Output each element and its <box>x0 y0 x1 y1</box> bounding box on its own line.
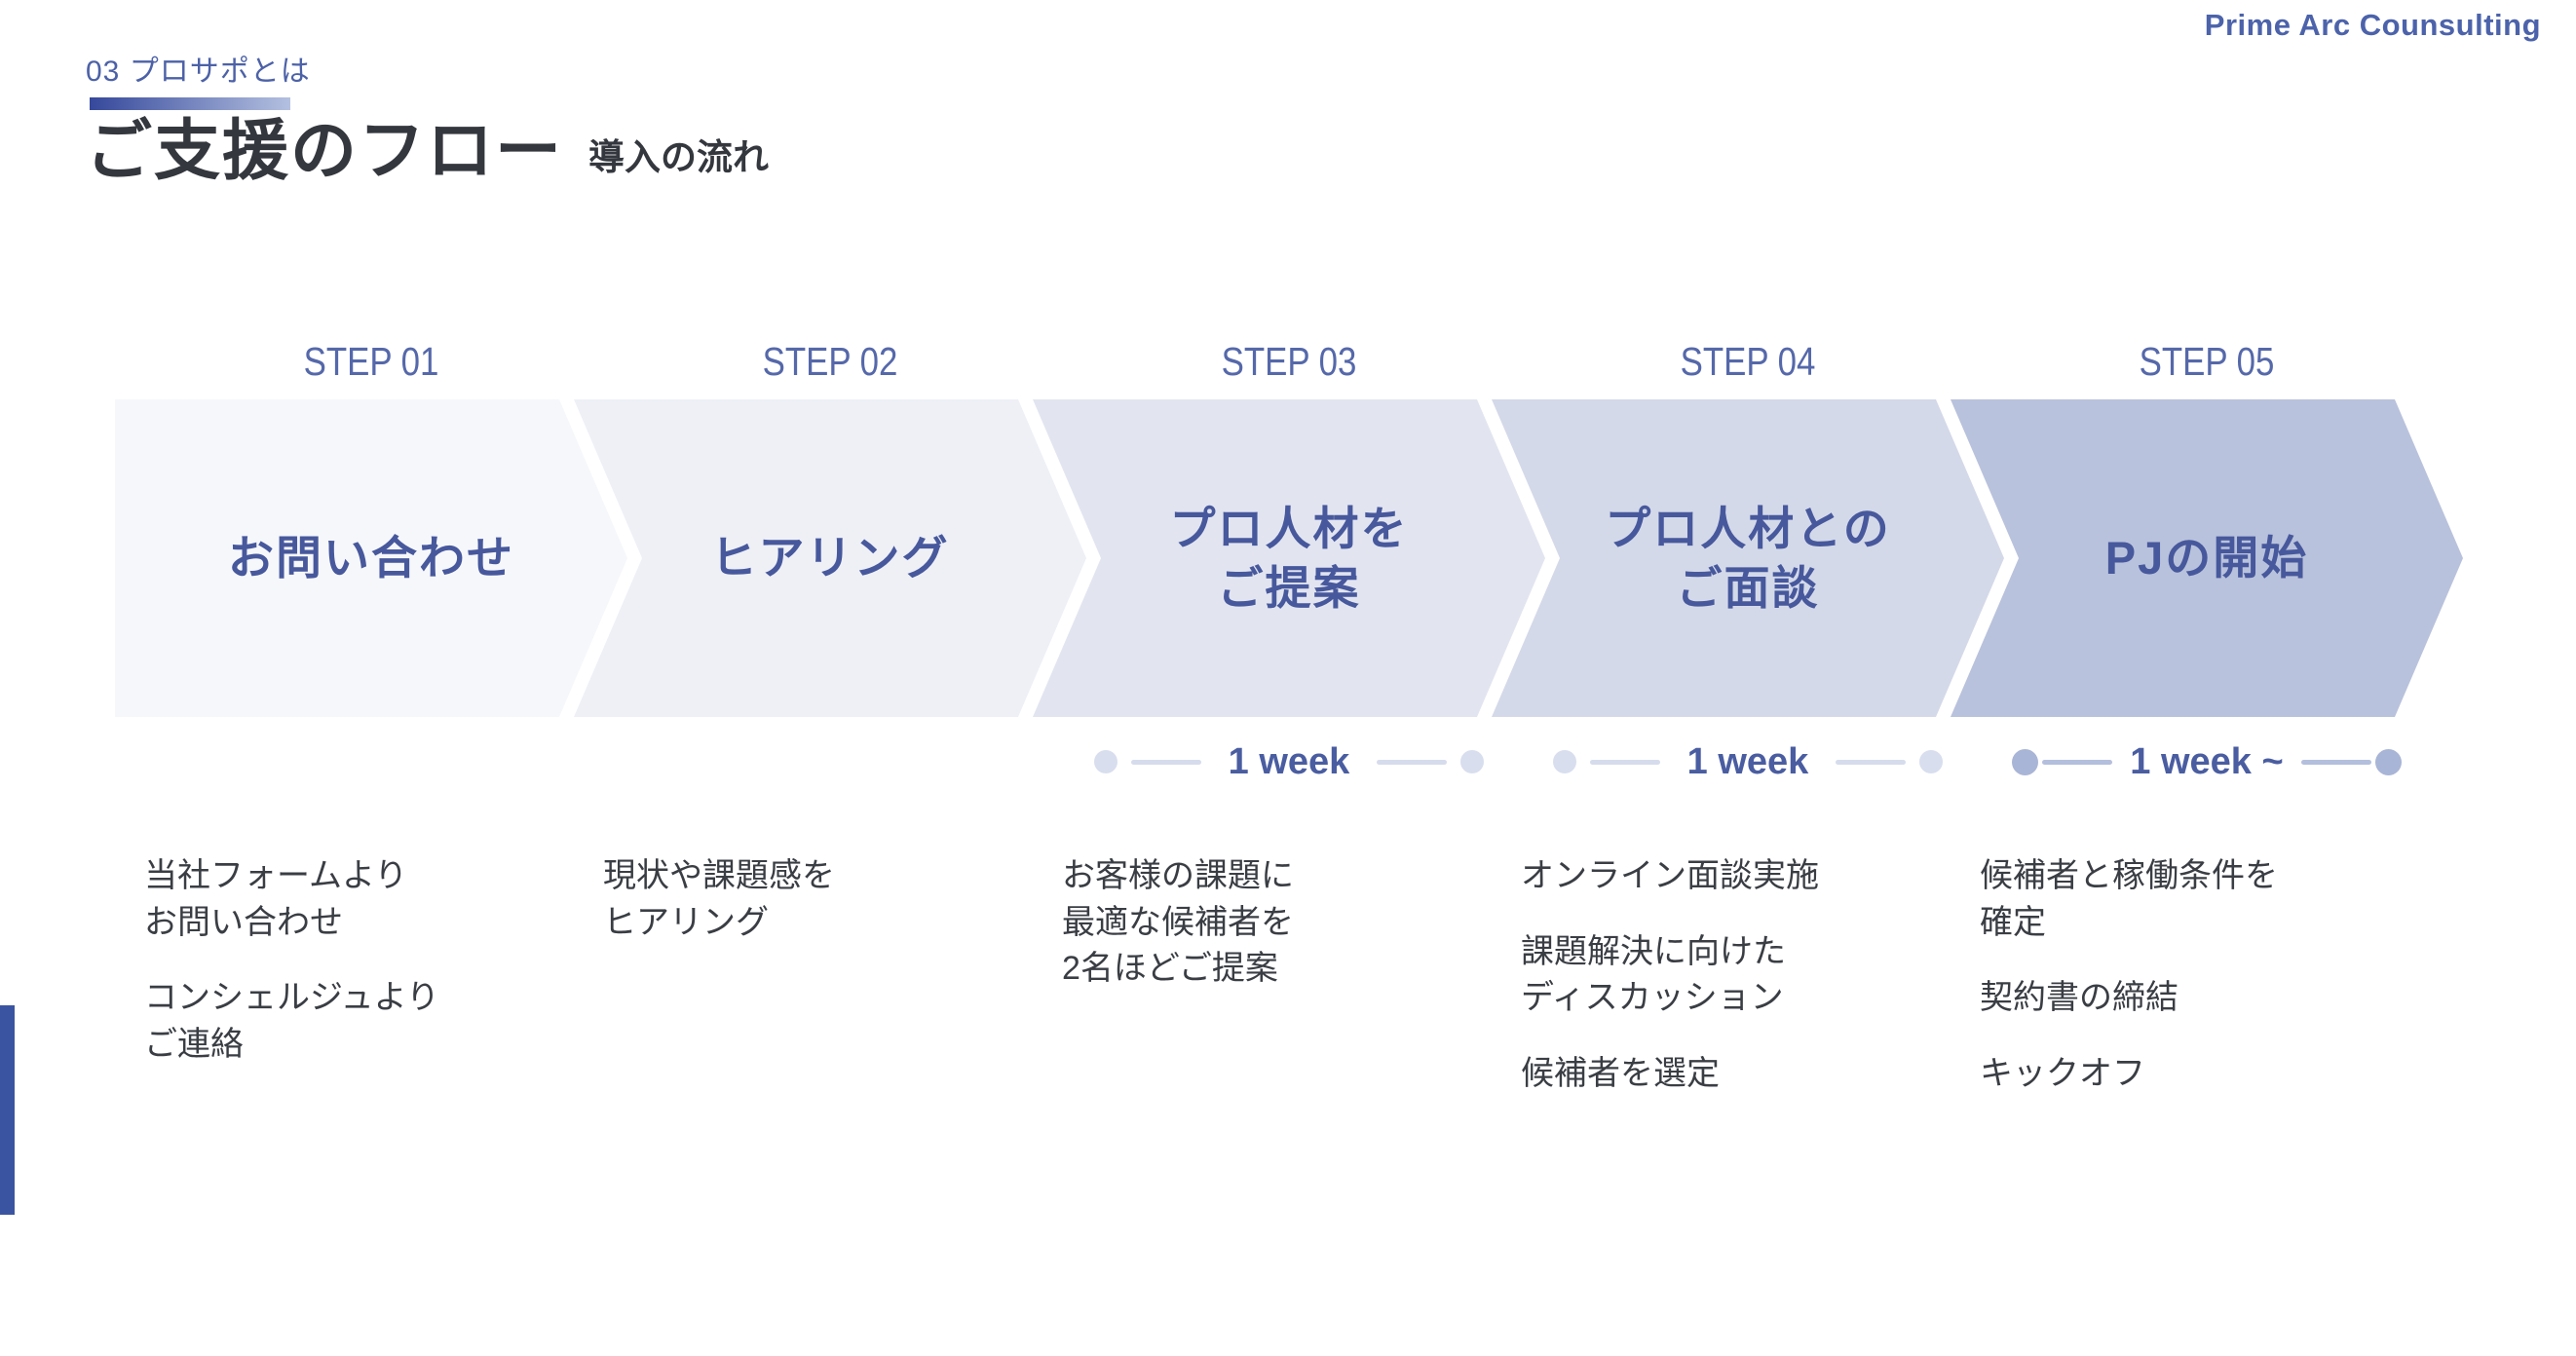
step-label-04: STEP 04 <box>1680 339 1816 384</box>
description-item: オンライン面談実施 <box>1521 857 1819 894</box>
duration-step-05: 1 week ~ <box>2012 738 2402 785</box>
descriptions-step-04: オンライン面談実施 課題解決に向けた ディスカッション 候補者を選定 <box>1521 853 1959 1126</box>
timeline-line <box>2300 759 2371 765</box>
timeline-dot-icon <box>1459 750 1484 773</box>
description-item: お客様の課題に 最適な候補者を 2名ほどご提案 <box>1062 857 1294 988</box>
timeline-dot-icon <box>1918 750 1943 773</box>
company-logo: Prime Arc Counsulting <box>2204 8 2541 42</box>
title-row: ご支援のフロー 導入の流れ <box>86 115 769 188</box>
timeline-line <box>1589 759 1660 765</box>
timeline-dot-icon <box>2374 748 2402 775</box>
page-subtitle: 導入の流れ <box>588 136 770 177</box>
description-item: 現状や課題感を ヒアリング <box>603 857 835 941</box>
section-label: 03 プロサポとは <box>86 56 311 88</box>
page-title: ご支援のフロー <box>86 114 564 188</box>
duration-text-04: 1 week <box>1686 740 1809 782</box>
timeline-line <box>2042 759 2113 765</box>
chevron-title-03: プロ人材を ご提案 <box>1169 502 1409 614</box>
chevron-step-05: PJの開始 <box>1951 399 2463 717</box>
descriptions-step-01: 当社フォームより お問い合わせ コンシェルジュより ご連絡 <box>144 853 583 1097</box>
chevron-title-05: PJの開始 <box>2104 532 2309 584</box>
description-item: 候補者を選定 <box>1521 1054 1720 1092</box>
timeline-dot-icon <box>1094 750 1118 773</box>
duration-step-03: 1 week <box>1094 738 1484 785</box>
section-underline-bar <box>90 97 290 110</box>
step-label-02: STEP 02 <box>762 339 898 384</box>
duration-text-03: 1 week <box>1228 740 1350 782</box>
description-item: キックオフ <box>1980 1054 2145 1092</box>
chevron-step-03: プロ人材を ご提案 <box>1033 399 1545 717</box>
description-item: 課題解決に向けた ディスカッション <box>1521 932 1786 1017</box>
step-label-03: STEP 03 <box>1221 339 1357 384</box>
timeline-line <box>1836 759 1907 765</box>
timeline-line <box>1130 759 1201 765</box>
description-item: 当社フォームより お問い合わせ <box>144 857 408 941</box>
descriptions-step-02: 現状や課題感を ヒアリング <box>603 853 1042 975</box>
description-item: 契約書の締結 <box>1980 979 2178 1017</box>
timeline-line <box>1377 759 1448 765</box>
chevron-step-01: お問い合わせ <box>115 399 627 717</box>
step-label-01: STEP 01 <box>303 339 439 384</box>
descriptions-step-05: 候補者と稼働条件を 確定 契約書の締結 キックオフ <box>1980 853 2418 1126</box>
description-item: コンシェルジュより ご連絡 <box>144 979 439 1063</box>
chevron-step-02: ヒアリング <box>574 399 1086 717</box>
descriptions-step-03: お客様の課題に 最適な候補者を 2名ほどご提案 <box>1062 853 1500 1022</box>
chevron-title-01: お問い合わせ <box>228 532 514 584</box>
timeline-dot-icon <box>2012 748 2038 775</box>
left-accent-bar <box>0 1005 15 1215</box>
description-item: 候補者と稼働条件を 確定 <box>1980 857 2278 941</box>
duration-text-05: 1 week ~ <box>2130 740 2284 782</box>
chevron-step-04: プロ人材との ご面談 <box>1492 399 2004 717</box>
chevron-title-04: プロ人材との ご面談 <box>1605 502 1891 614</box>
duration-step-04: 1 week <box>1553 738 1943 785</box>
timeline-dot-icon <box>1553 750 1576 773</box>
step-label-05: STEP 05 <box>2139 339 2275 384</box>
chevron-title-02: ヒアリング <box>710 532 950 584</box>
